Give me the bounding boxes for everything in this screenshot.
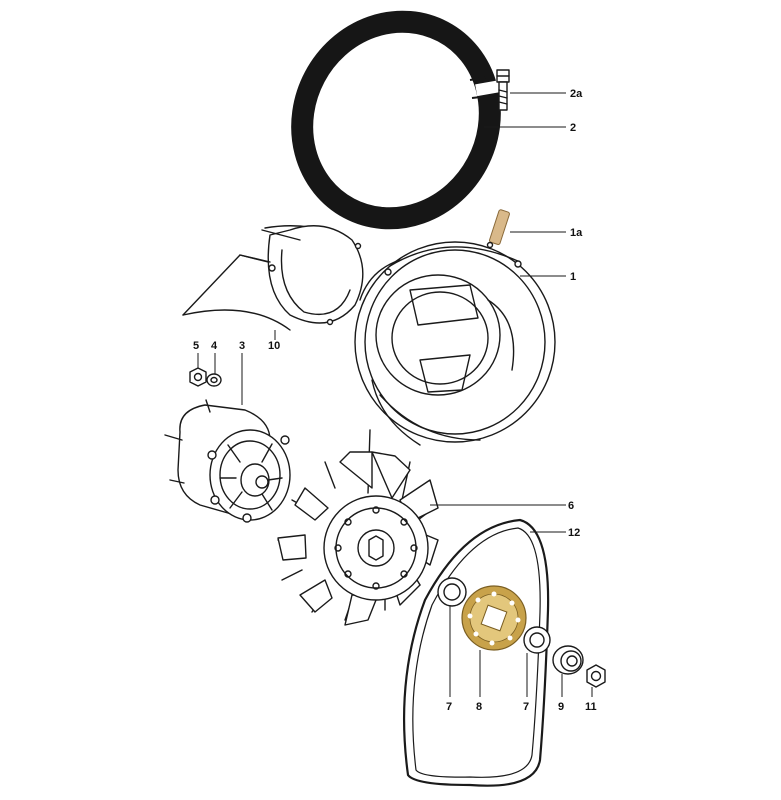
callout-4: 4 (211, 340, 218, 352)
fan (277, 429, 439, 626)
callout-5: 5 (193, 340, 199, 352)
leader-lines (197, 92, 593, 697)
bolt (496, 69, 510, 111)
air-deflector (182, 225, 364, 331)
pulley-hub (552, 645, 584, 675)
callout-3: 3 (239, 340, 245, 352)
callout-7-right: 7 (523, 701, 529, 713)
nut (189, 367, 207, 387)
callout-8: 8 (476, 701, 482, 713)
pulley-shim (461, 585, 527, 651)
callout-10: 10 (268, 340, 280, 352)
callout-12: 12 (568, 527, 580, 539)
shroud-band (291, 10, 503, 230)
pulley-nut (586, 664, 606, 688)
spacer-left (437, 577, 467, 607)
generator (164, 399, 291, 523)
callout-6: 6 (568, 500, 574, 512)
callout-11: 11 (585, 701, 597, 713)
stud (489, 209, 510, 246)
callout-1: 1 (570, 271, 576, 283)
v-belt (402, 518, 550, 787)
callout-2: 2 (570, 122, 576, 134)
callout-9: 9 (558, 701, 564, 713)
fan-housing (354, 241, 556, 446)
callout-2a: 2a (570, 88, 583, 100)
callout-7-left: 7 (446, 701, 452, 713)
washer (206, 373, 222, 387)
spacer-right (523, 626, 551, 654)
callout-1a: 1a (570, 227, 583, 239)
callout-labels: 2a 2 1a 1 10 5 4 3 6 12 7 8 7 9 11 (193, 88, 597, 713)
